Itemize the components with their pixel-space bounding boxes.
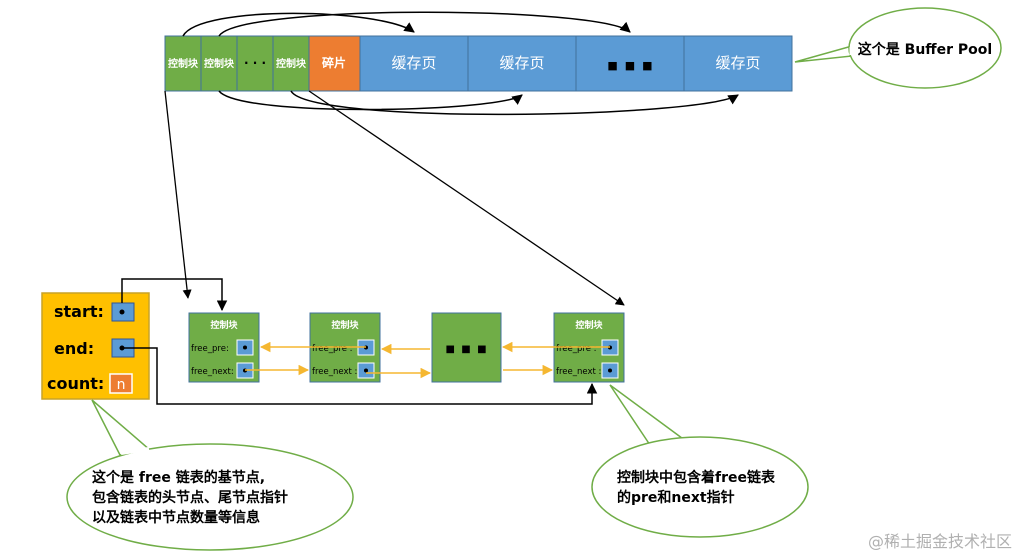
free-list-block-4-title: 控制块 <box>575 319 603 331</box>
start-pointer-arrow <box>121 278 228 312</box>
control-block-3-label: 控制块 <box>276 57 307 70</box>
fragment-block <box>308 35 361 92</box>
base-node-callout-line-2: 包含链表的头节点、尾节点指针 <box>92 489 288 506</box>
start-label: start: <box>54 302 104 321</box>
cache-page-ellipsis-label: ■ ■ ■ <box>607 59 652 72</box>
cache-page-1-label: 缓存页 <box>391 54 436 72</box>
arrow-cb1-to-list-block1 <box>164 90 192 299</box>
arrow-cb1-page1 <box>182 12 415 37</box>
cache-page-ellipsis <box>575 35 685 92</box>
base-node: start: end: count: n <box>41 292 150 400</box>
fragment-label: 碎片 <box>322 55 346 70</box>
control-to-page-arrows <box>182 11 739 116</box>
count-label: count: <box>47 374 104 393</box>
arrow-cb2-page-ellipsis <box>218 11 631 37</box>
control-block-1 <box>164 35 202 92</box>
free-list-block-2-next-label: free_next : <box>312 367 357 377</box>
control-block-2-label: 控制块 <box>204 57 235 70</box>
free-list-block-1-title: 控制块 <box>210 319 238 331</box>
arrow-cb2-page2 <box>218 90 523 111</box>
control-block-callout-line-2: 的pre和next指针 <box>617 489 735 506</box>
control-block-callout: 控制块中包含着free链表 的pre和next指针 <box>591 384 809 538</box>
count-value: n <box>117 377 126 393</box>
base-node-callout-line-3: 以及链表中节点数量等信息 <box>92 509 260 526</box>
control-block-2 <box>200 35 238 92</box>
free-list-block-1-next-label: free_next: <box>191 367 234 377</box>
base-node-callout-line-1: 这个是 free 链表的基节点, <box>92 469 265 486</box>
watermark: @稀土掘金技术社区 <box>868 532 1013 551</box>
cache-page-3-label: 缓存页 <box>715 54 760 72</box>
end-pointer-arrow <box>122 347 598 405</box>
free-list-block-4-pre-label: free_pre : <box>556 344 597 354</box>
arrow-cb3-to-list-block4 <box>308 90 625 306</box>
free-list-ellipsis-label: ■ ■ ■ <box>445 344 486 355</box>
buffer-pool: 控制块 控制块 · · · 控制块 碎片 缓存页 缓存页 ■ ■ ■ 缓存页 <box>164 35 793 92</box>
cache-page-2 <box>467 35 577 92</box>
base-node-callout: 这个是 free 链表的基节点, 包含链表的头节点、尾节点指针 以及链表中节点数… <box>66 399 354 551</box>
free-list-block-1-pre-label: free_pre: <box>191 344 229 354</box>
free-list-block-2-pre-label: free_pre : <box>312 344 353 354</box>
cache-page-2-label: 缓存页 <box>499 54 544 72</box>
control-block-callout-line-1: 控制块中包含着free链表 <box>617 469 776 486</box>
buffer-pool-callout: 这个是 Buffer Pool <box>794 7 1002 89</box>
cache-page-1 <box>359 35 469 92</box>
free-list-block-2-title: 控制块 <box>331 319 359 331</box>
pool-to-list-arrows <box>164 90 625 306</box>
cache-page-3 <box>683 35 793 92</box>
end-label: end: <box>54 339 94 358</box>
control-block-1-label: 控制块 <box>168 57 199 70</box>
free-list-block-4-next-label: free_next : <box>556 367 601 377</box>
buffer-pool-callout-text: 这个是 Buffer Pool <box>858 41 992 58</box>
arrow-cb3-page3 <box>290 90 739 116</box>
control-block-ellipsis-label: · · · <box>244 56 266 70</box>
control-block-ellipsis <box>236 35 274 92</box>
free-list-links <box>245 341 610 379</box>
free-list-block-ellipsis: ■ ■ ■ <box>431 312 502 383</box>
count-value-box <box>109 373 133 394</box>
free-list-block-1: 控制块 free_pre: free_next: <box>188 312 260 383</box>
